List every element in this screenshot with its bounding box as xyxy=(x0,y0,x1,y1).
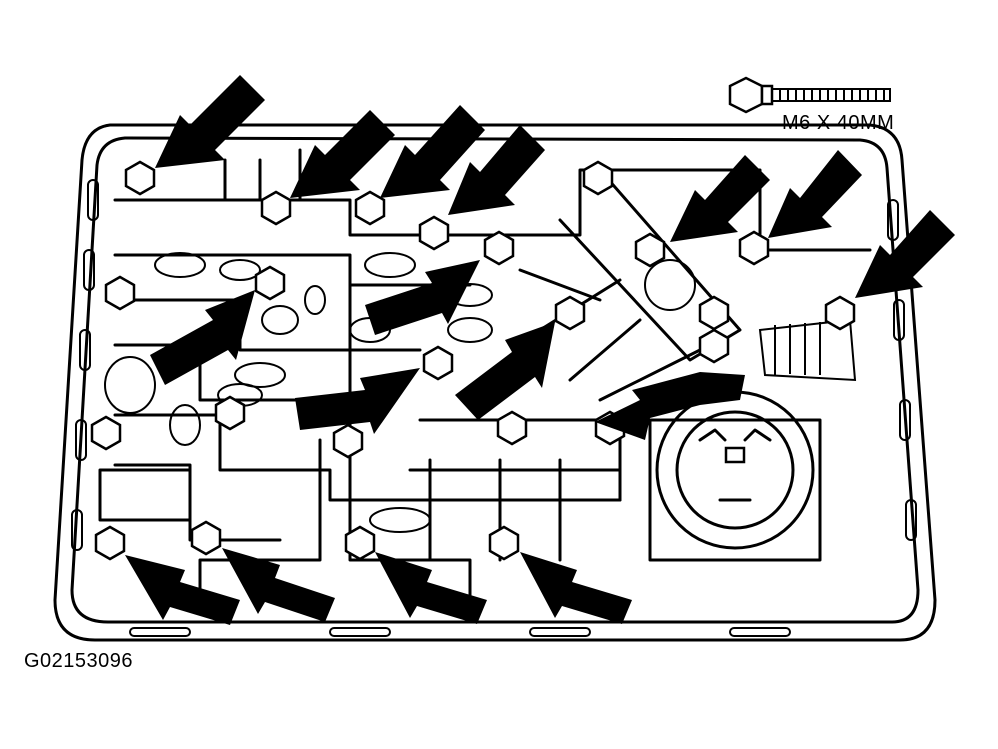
valve-spools xyxy=(104,252,857,533)
bolt-heads xyxy=(90,160,856,561)
figure-id: G02153096 xyxy=(24,650,134,672)
bolt-callout-arrows xyxy=(125,75,955,625)
accumulator-piston xyxy=(655,390,815,550)
bolt-spec-label: M6 X 40MM xyxy=(782,112,895,134)
reference-bolt-icon xyxy=(728,76,891,114)
valve-body-outline xyxy=(53,123,937,642)
